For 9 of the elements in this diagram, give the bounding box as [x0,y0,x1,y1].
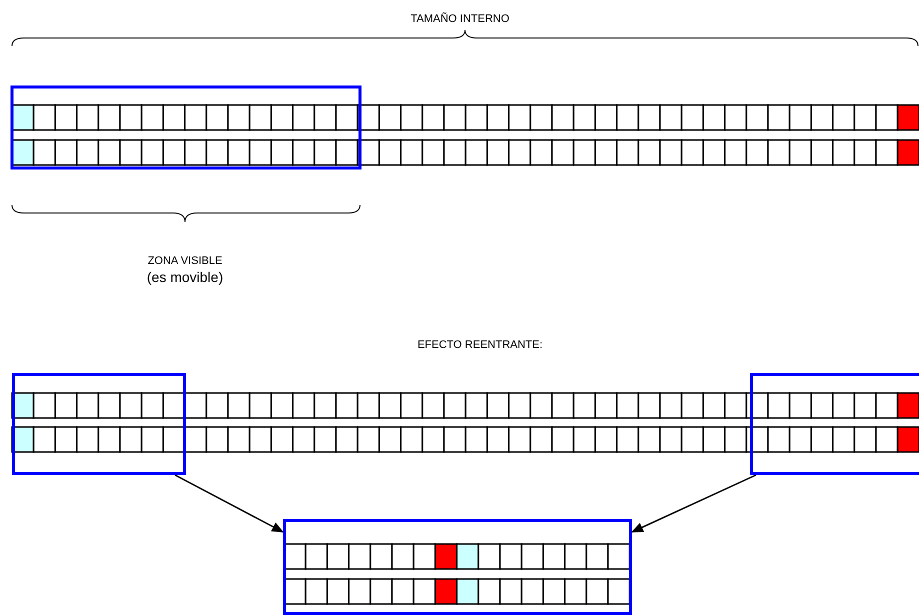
arrow [174,474,284,533]
caption-text: (es movible) [146,270,224,284]
caption-text: TAMAÑO INTERNO [410,14,510,25]
caption-text: ZONA VISIBLE [148,256,222,267]
window-frame [750,373,919,475]
caption-text: EFECTO REENTRANTE: [417,340,543,351]
window-frame [283,519,632,615]
window-frame [12,373,186,475]
arrow [631,474,756,533]
